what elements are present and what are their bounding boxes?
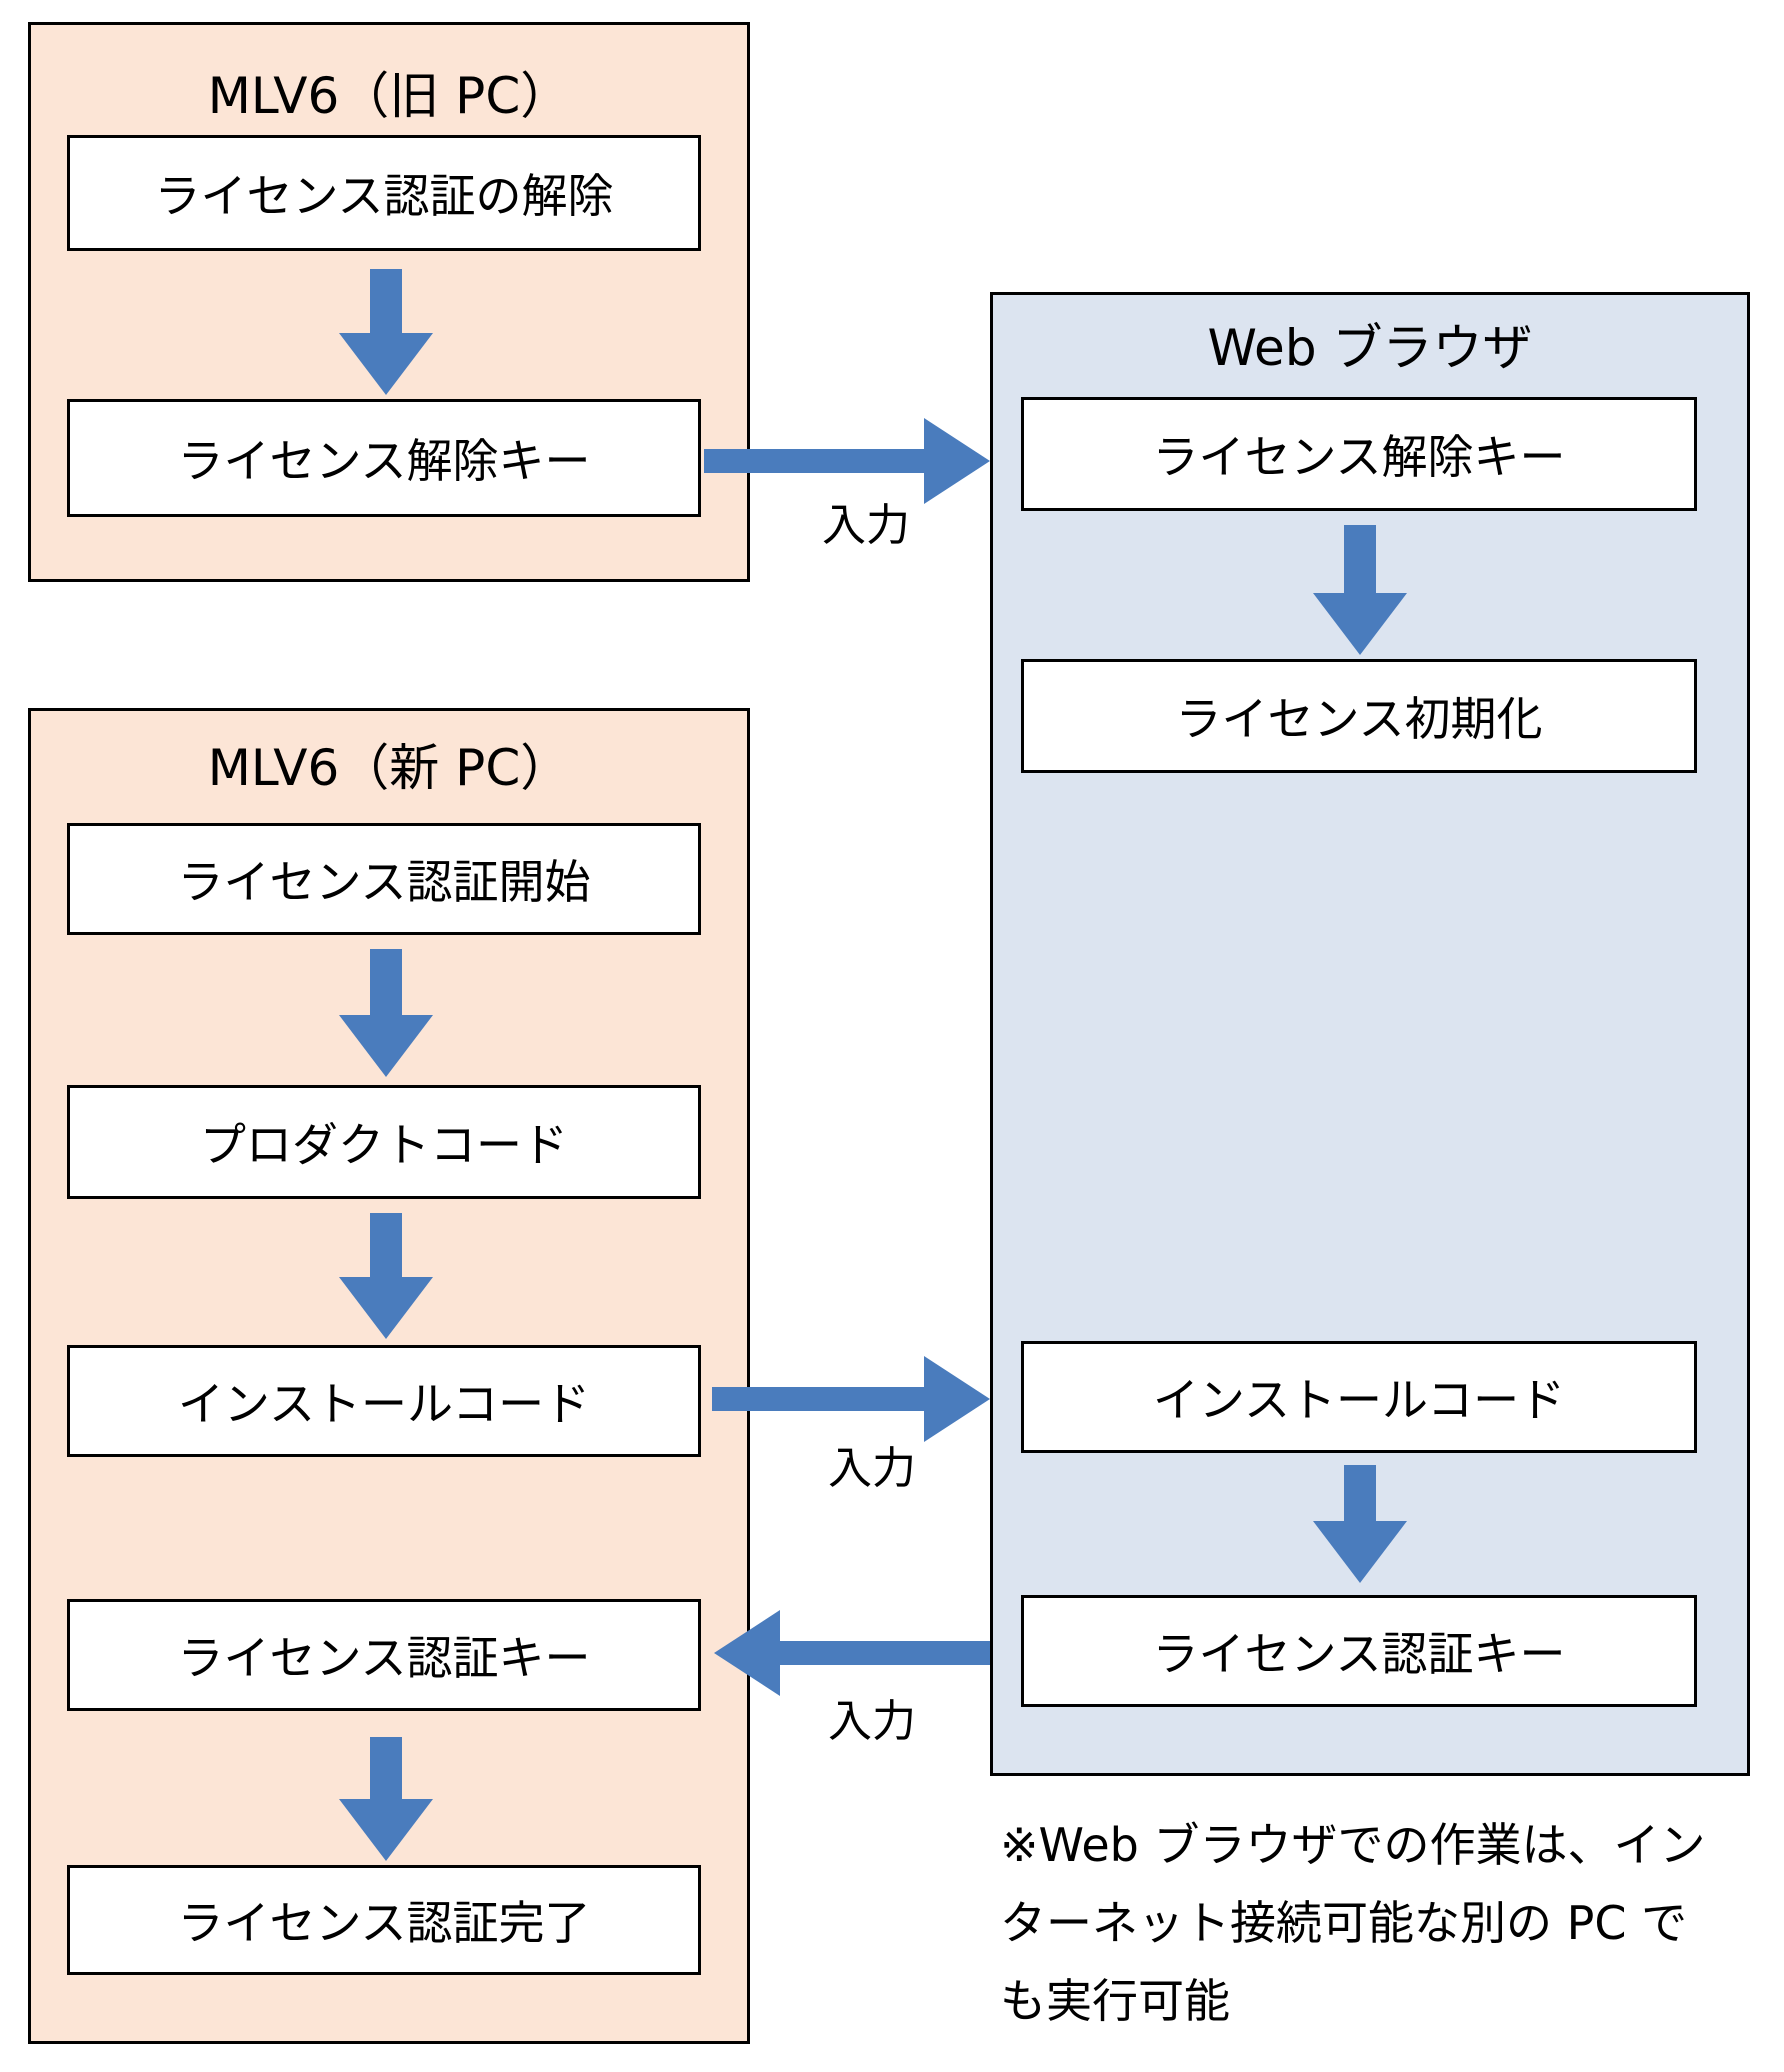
input-label: 入力 — [822, 500, 910, 551]
node-license-initialization: ライセンス初期化 — [1021, 659, 1697, 773]
panel-new-pc-title: MLV6（新 PC） — [207, 739, 571, 797]
input-label: 入力 — [828, 1696, 916, 1747]
footnote-line: ※Web ブラウザでの作業は、イン — [1000, 1818, 1706, 1872]
footnote-line: ターネット接続可能な別の PC で — [1000, 1896, 1688, 1950]
arrow-shaft — [704, 449, 928, 473]
arrow-shaft — [1344, 1465, 1376, 1525]
right-arrow-icon — [704, 418, 990, 504]
arrow-head — [339, 1015, 433, 1077]
arrow-shaft — [776, 1641, 990, 1665]
arrow-shaft — [370, 1737, 402, 1803]
arrow-head — [1313, 593, 1407, 655]
node-license-release-key-oldpc: ライセンス解除キー — [67, 399, 701, 517]
arrow-head — [924, 418, 990, 504]
input-label: 入力 — [828, 1443, 916, 1494]
down-arrow-icon — [339, 949, 433, 1077]
panel-web-browser-title: Web ブラウザ — [1207, 319, 1533, 377]
arrow-shaft — [712, 1387, 928, 1411]
arrow-shaft — [370, 949, 402, 1019]
node-start-activation: ライセンス認証開始 — [67, 823, 701, 935]
arrow-shaft — [370, 269, 402, 337]
node-product-code: プロダクトコード — [67, 1085, 701, 1199]
node-activation-complete: ライセンス認証完了 — [67, 1865, 701, 1975]
down-arrow-icon — [1313, 1465, 1407, 1583]
panel-old-pc: MLV6（旧 PC） ライセンス認証の解除 ライセンス解除キー — [28, 22, 750, 582]
down-arrow-icon — [339, 1737, 433, 1861]
arrow-head — [714, 1610, 780, 1696]
arrow-head — [339, 333, 433, 395]
node-install-code-web: インストールコード — [1021, 1341, 1697, 1453]
arrow-head — [339, 1277, 433, 1339]
down-arrow-icon — [339, 269, 433, 395]
node-license-activation-key-web: ライセンス認証キー — [1021, 1595, 1697, 1707]
footnote: ※Web ブラウザでの作業は、イン ターネット接続可能な別の PC で も実行可… — [1000, 1806, 1780, 2040]
node-deactivate-license: ライセンス認証の解除 — [67, 135, 701, 251]
footnote-line: も実行可能 — [1000, 1974, 1230, 2028]
down-arrow-icon — [339, 1213, 433, 1339]
arrow-head — [339, 1799, 433, 1861]
arrow-shaft — [370, 1213, 402, 1281]
panel-new-pc: MLV6（新 PC） ライセンス認証開始 プロダクトコード インストールコード … — [28, 708, 750, 2044]
left-arrow-icon — [714, 1610, 990, 1696]
arrow-head — [924, 1356, 990, 1442]
arrow-shaft — [1344, 525, 1376, 597]
panel-old-pc-title: MLV6（旧 PC） — [207, 67, 571, 125]
down-arrow-icon — [1313, 525, 1407, 655]
right-arrow-icon — [712, 1356, 990, 1442]
arrow-head — [1313, 1521, 1407, 1583]
node-install-code-newpc: インストールコード — [67, 1345, 701, 1457]
panel-web-browser: Web ブラウザ ライセンス解除キー ライセンス初期化 インストールコード ライ… — [990, 292, 1750, 1776]
node-license-release-key-web: ライセンス解除キー — [1021, 397, 1697, 511]
node-license-activation-key-newpc: ライセンス認証キー — [67, 1599, 701, 1711]
